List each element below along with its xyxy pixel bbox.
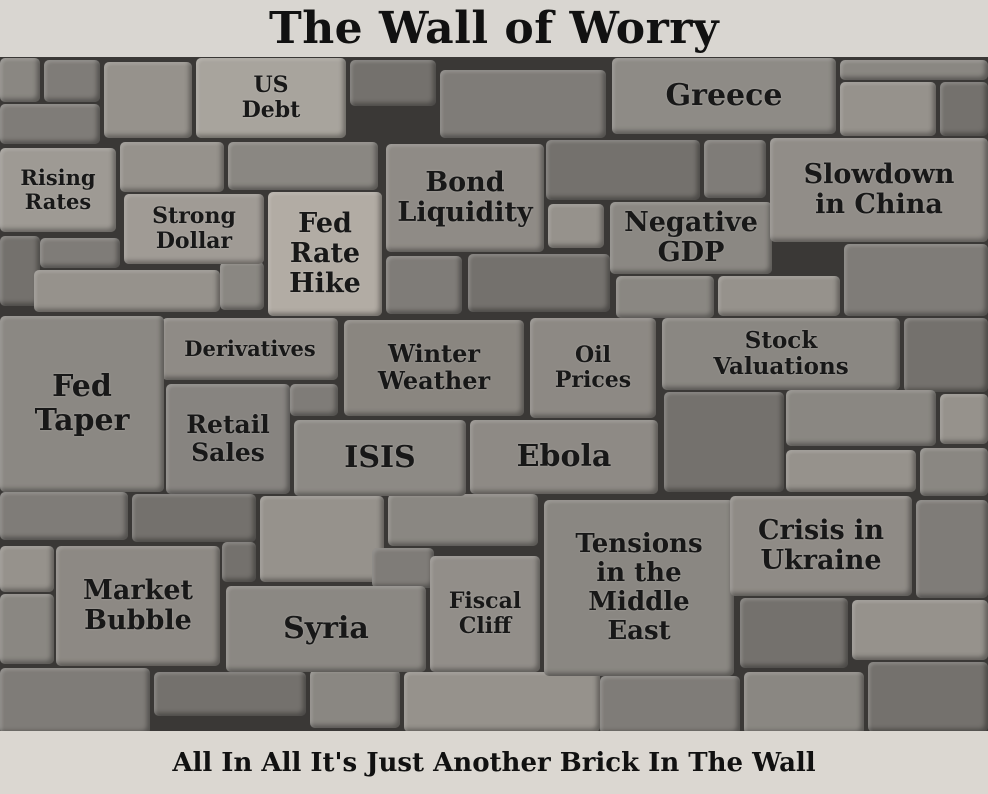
- plain-stone: [0, 546, 54, 592]
- footer-band: All In All It's Just Another Brick In Th…: [0, 731, 988, 794]
- plain-stone: [404, 672, 600, 731]
- worry-brick: Greece: [612, 58, 836, 134]
- worry-brick-label: Fiscal Cliff: [448, 588, 522, 639]
- plain-stone: [844, 244, 988, 316]
- worry-brick: Winter Weather: [344, 320, 524, 416]
- plain-stone: [704, 140, 766, 198]
- plain-stone: [132, 494, 256, 542]
- worry-brick-label: Oil Prices: [554, 342, 632, 393]
- plain-stone: [0, 594, 54, 664]
- plain-stone: [154, 672, 306, 716]
- worry-brick: Syria: [226, 586, 426, 672]
- plain-stone: [920, 448, 988, 496]
- worry-brick-label: Negative GDP: [624, 206, 758, 268]
- plain-stone: [904, 318, 988, 392]
- plain-stone: [916, 500, 988, 598]
- plain-stone: [34, 270, 220, 312]
- worry-brick: Oil Prices: [530, 318, 656, 418]
- worry-brick: Negative GDP: [610, 202, 772, 274]
- worry-brick: Rising Rates: [0, 148, 116, 232]
- plain-stone: [120, 142, 224, 192]
- worry-brick-label: Syria: [283, 611, 369, 647]
- plain-stone: [228, 142, 378, 190]
- worry-brick-label: Crisis in Ukraine: [758, 514, 884, 576]
- worry-brick-label: Rising Rates: [20, 165, 96, 214]
- plain-stone: [718, 276, 840, 316]
- worry-brick: Ebola: [470, 420, 658, 494]
- plain-stone: [350, 60, 436, 106]
- plain-stone: [840, 60, 988, 80]
- plain-stone: [0, 668, 150, 731]
- plain-stone: [0, 104, 100, 144]
- worry-brick: Slowdown in China: [770, 138, 988, 242]
- title: The Wall of Worry: [268, 3, 720, 54]
- plain-stone: [0, 236, 40, 306]
- worry-brick-label: Greece: [665, 78, 783, 114]
- worry-brick: Fed Rate Hike: [268, 192, 382, 316]
- plain-stone: [852, 600, 988, 660]
- plain-stone: [468, 254, 610, 312]
- worry-brick-label: Stock Valuations: [713, 327, 849, 380]
- worry-brick-label: Ebola: [516, 439, 612, 475]
- plain-stone: [616, 276, 714, 318]
- worry-brick-label: US Debt: [241, 72, 301, 123]
- plain-stone: [222, 542, 256, 582]
- worry-brick: Fiscal Cliff: [430, 556, 540, 672]
- worry-brick: US Debt: [196, 58, 346, 138]
- plain-stone: [740, 598, 848, 668]
- plain-stone: [40, 238, 120, 268]
- plain-stone: [786, 390, 936, 446]
- worry-brick: Strong Dollar: [124, 194, 264, 264]
- worry-brick-label: Bond Liquidity: [397, 166, 533, 228]
- plain-stone: [388, 494, 538, 546]
- plain-stone: [664, 392, 784, 492]
- worry-brick-label: Market Bubble: [83, 574, 193, 636]
- plain-stone: [548, 204, 604, 248]
- worry-brick-label: Fed Rate Hike: [289, 207, 361, 300]
- plain-stone: [260, 496, 384, 582]
- plain-stone: [290, 384, 338, 416]
- worry-brick-label: Retail Sales: [186, 410, 270, 467]
- plain-stone: [940, 82, 988, 136]
- worry-brick-label: Slowdown in China: [803, 158, 955, 220]
- worry-brick: Market Bubble: [56, 546, 220, 666]
- header-band: The Wall of Worry: [0, 0, 988, 57]
- plain-stone: [0, 492, 128, 540]
- worry-brick-label: Strong Dollar: [152, 203, 236, 254]
- worry-brick-label: Fed Taper: [34, 369, 130, 438]
- worry-brick: Stock Valuations: [662, 318, 900, 390]
- worry-brick-label: ISIS: [344, 440, 416, 476]
- plain-stone: [0, 58, 40, 102]
- plain-stone: [868, 662, 988, 731]
- plain-stone: [546, 140, 700, 200]
- plain-stone: [840, 82, 936, 136]
- worry-brick-label: Winter Weather: [377, 339, 491, 395]
- worry-brick-label: Derivatives: [184, 336, 316, 362]
- plain-stone: [744, 672, 864, 731]
- plain-stone: [372, 548, 434, 588]
- plain-stone: [600, 676, 740, 731]
- worry-brick-label: Tensions in the Middle East: [575, 528, 703, 647]
- worry-brick: Crisis in Ukraine: [730, 496, 912, 596]
- worry-brick: Fed Taper: [0, 316, 164, 492]
- plain-stone: [310, 670, 400, 728]
- worry-brick: ISIS: [294, 420, 466, 496]
- plain-stone: [440, 70, 606, 138]
- plain-stone: [104, 62, 192, 138]
- caption: All In All It's Just Another Brick In Th…: [172, 747, 816, 778]
- worry-brick: Tensions in the Middle East: [544, 500, 734, 676]
- plain-stone: [786, 450, 916, 492]
- plain-stone: [44, 60, 100, 102]
- worry-brick: Derivatives: [162, 318, 338, 380]
- plain-stone: [386, 256, 462, 314]
- plain-stone: [220, 262, 264, 310]
- plain-stone: [940, 394, 988, 444]
- worry-brick: Retail Sales: [166, 384, 290, 494]
- worry-brick: Bond Liquidity: [386, 144, 544, 252]
